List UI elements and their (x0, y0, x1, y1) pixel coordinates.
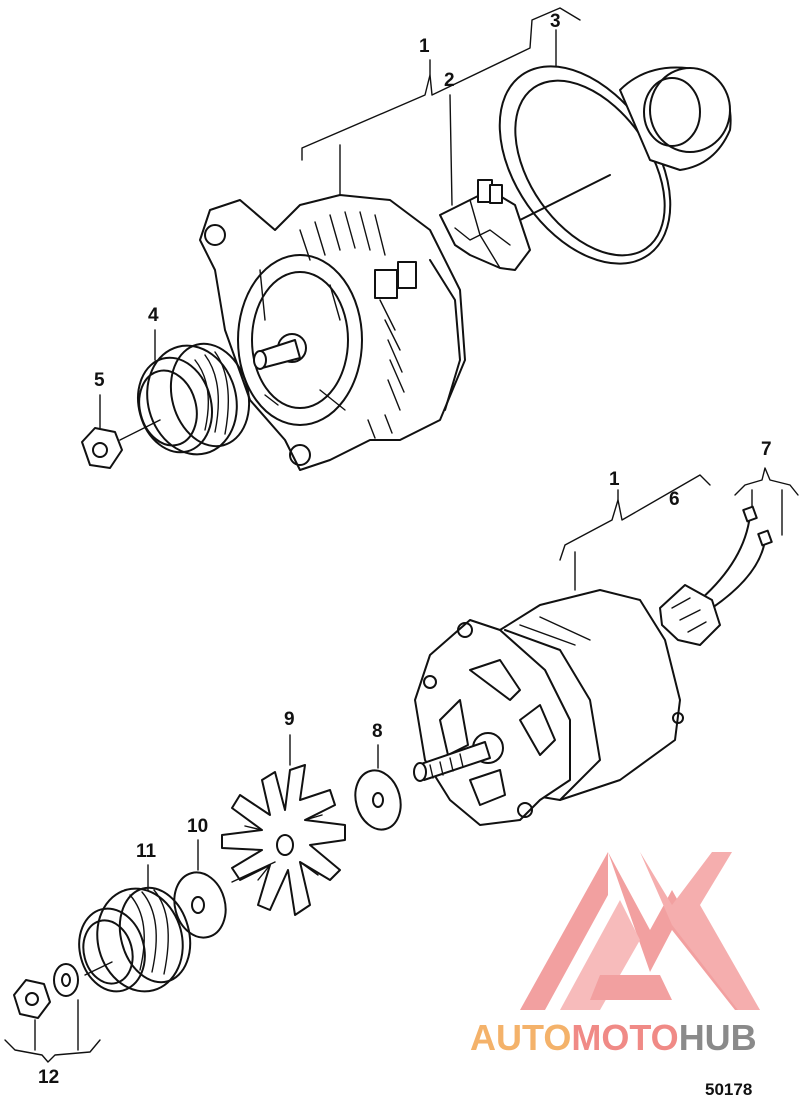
voltage-regulator-part (439, 179, 531, 271)
wire-harness-part (659, 505, 773, 646)
callout-7: 7 (761, 439, 772, 460)
callout-11: 11 (136, 841, 157, 862)
callout-12: 12 (38, 1067, 60, 1088)
watermark-logo-mark (520, 852, 760, 1010)
callout-6: 6 (669, 489, 680, 510)
watermark-text-moto: MOTO (571, 1017, 679, 1058)
watermark-text-auto: AUTO (470, 1017, 572, 1058)
callout-9: 9 (284, 709, 295, 730)
callout-8: 8 (372, 721, 383, 742)
leader-lines-bottom (4, 467, 799, 1063)
callout-3: 3 (550, 11, 561, 32)
watermark-text-hub: HUB (678, 1017, 757, 1058)
callout-1-bottom: 1 (609, 469, 620, 490)
alternator-assembly-top (199, 194, 466, 471)
alternator-assembly-bottom (413, 589, 684, 826)
figure-reference-number: 50178 (705, 1080, 753, 1099)
callout-2: 2 (444, 70, 455, 91)
pulley-top-part (119, 342, 251, 456)
rear-cover-part (498, 65, 732, 265)
watermark-text: AUTOMOTOHUB (470, 1020, 757, 1056)
callout-10: 10 (187, 816, 209, 837)
callout-1-top: 1 (419, 36, 430, 57)
nut-top-part (81, 427, 123, 469)
callout-4: 4 (148, 305, 159, 326)
washer-8-part (354, 769, 402, 831)
leader-lines-top (99, 7, 581, 429)
fan-part (221, 764, 346, 916)
nut-washer-12-part (13, 963, 79, 1019)
callout-5: 5 (94, 370, 105, 391)
pulley-bottom-part (78, 886, 192, 993)
